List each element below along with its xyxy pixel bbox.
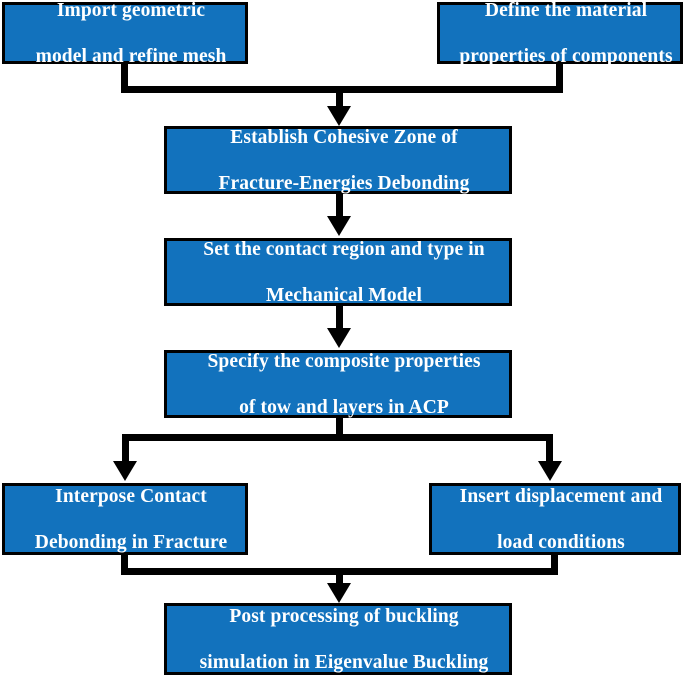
connector-split-left-leg	[122, 434, 129, 462]
node-label-line1: Specify the composite properties	[207, 350, 481, 372]
node-label: Import geometric model and refine mesh	[5, 0, 245, 68]
node-label: Establish Cohesive Zone of Fracture-Ener…	[167, 126, 509, 195]
node-label-line1: Establish Cohesive Zone of	[230, 126, 458, 148]
node-interpose-contact-debonding[interactable]: Interpose Contact Debonding in Fracture	[2, 483, 248, 555]
arrowhead-to-cohesive	[327, 106, 351, 126]
node-label-line1: Post processing of buckling	[229, 605, 459, 627]
connector-composite-drop	[336, 418, 343, 438]
node-label-line2: model and refine mesh	[35, 45, 227, 67]
node-label-line2: load conditions	[497, 531, 625, 553]
node-label-line1: Interpose Contact	[55, 485, 207, 507]
connector-merge-drop-bottom	[336, 568, 343, 586]
arrowhead-to-interpose	[113, 461, 137, 481]
node-label-line2: Fracture-Energies Debonding	[218, 172, 470, 194]
arrowhead-to-insert	[538, 461, 562, 481]
arrowhead-to-composite	[327, 328, 351, 348]
arrowhead-to-post	[327, 583, 351, 603]
node-label: Set the contact region and type in Mecha…	[167, 238, 509, 307]
arrowhead-to-contact	[327, 216, 351, 236]
node-establish-cohesive-zone[interactable]: Establish Cohesive Zone of Fracture-Ener…	[164, 126, 512, 194]
connector-import-stub	[121, 64, 128, 86]
node-label: Post processing of buckling simulation i…	[167, 605, 509, 674]
connector-split-bar	[122, 434, 553, 441]
connector-contact-to-composite	[336, 306, 343, 328]
connector-interpose-stub	[121, 555, 128, 575]
node-set-contact-region[interactable]: Set the contact region and type in Mecha…	[164, 238, 512, 306]
connector-split-right-leg	[546, 434, 553, 462]
node-label-line1: Insert displacement and	[459, 485, 663, 507]
connector-insert-stub	[551, 555, 558, 575]
node-import-geometric-model[interactable]: Import geometric model and refine mesh	[2, 0, 248, 67]
node-label-line1: Import geometric	[56, 0, 206, 21]
node-label-line1: Set the contact region and type in	[203, 238, 485, 260]
node-label: Interpose Contact Debonding in Fracture	[5, 485, 245, 554]
connector-merge-drop-top	[336, 86, 343, 108]
connector-define-stub	[556, 64, 563, 86]
node-label-line2: of tow and layers in ACP	[239, 396, 449, 418]
node-specify-composite-properties[interactable]: Specify the composite properties of tow …	[164, 350, 512, 418]
node-label-line1: Define the material	[484, 0, 648, 21]
node-label-line2: Debonding in Fracture	[34, 531, 228, 553]
node-label: Specify the composite properties of tow …	[167, 350, 509, 419]
node-label: Insert displacement and load conditions	[432, 485, 678, 554]
connector-cohesive-to-contact	[336, 194, 343, 216]
node-insert-displacement-load[interactable]: Insert displacement and load conditions	[429, 483, 681, 555]
node-post-processing-buckling[interactable]: Post processing of buckling simulation i…	[164, 603, 512, 675]
node-define-material-properties[interactable]: Define the material properties of compon…	[437, 0, 683, 67]
node-label-line2: Mechanical Model	[266, 284, 422, 306]
node-label: Define the material properties of compon…	[440, 0, 680, 68]
node-label-line2: properties of components	[459, 45, 673, 67]
node-label-line2: simulation in Eigenvalue Buckling	[199, 651, 489, 673]
